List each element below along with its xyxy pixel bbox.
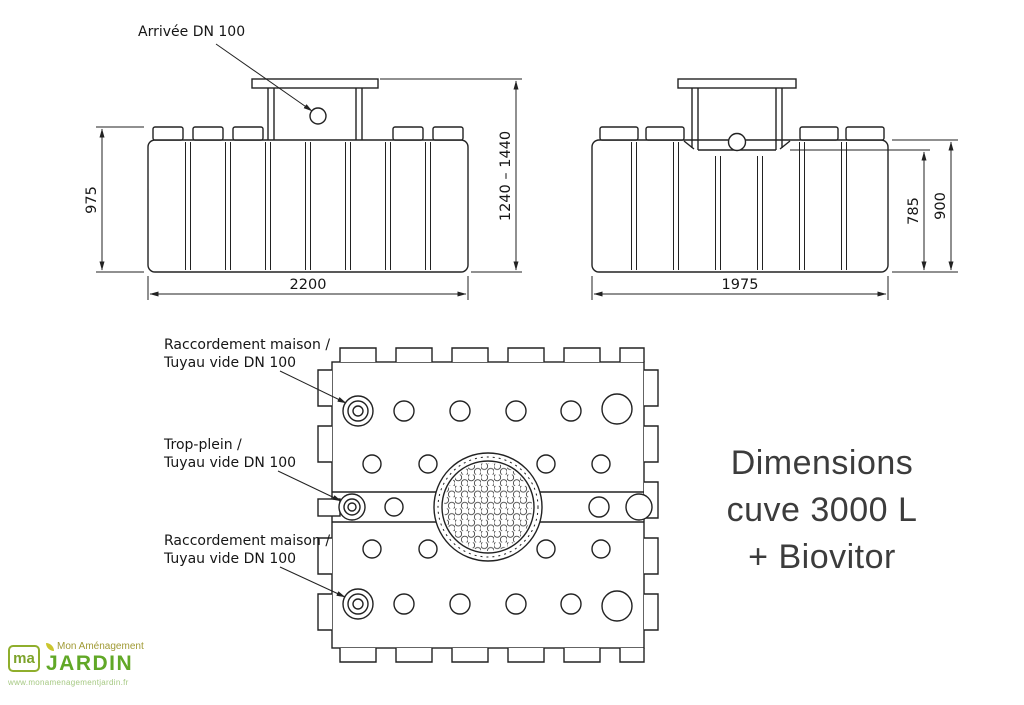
inlet-port (309, 107, 327, 125)
brand-logo: ma Mon Aménagement JARDIN www.monamenage… (8, 641, 144, 687)
top-view-annotations: Raccordement maison / Tuyau vide DN 100 … (163, 337, 330, 567)
front-ribs (185, 142, 431, 270)
logo-tagline-text: Mon Aménagement (57, 641, 144, 652)
logo-url: www.monamenagementjardin.fr (8, 678, 129, 687)
label-overflow-line2: Tuyau vide DN 100 (163, 455, 296, 471)
label-house-connection-2-line2: Tuyau vide DN 100 (163, 551, 296, 567)
label-overflow-line1: Trop-plein / (163, 437, 242, 453)
label-house-connection-2-line1: Raccordement maison / (164, 533, 330, 549)
label-house-connection-1-line2: Tuyau vide DN 100 (163, 355, 296, 371)
dim-side-shoulder-height: 785 (906, 197, 922, 225)
top-tabs-top (339, 347, 645, 362)
side-knob (727, 132, 747, 152)
manhole-lid (251, 78, 379, 89)
logo-monogram-icon: ma (8, 644, 40, 672)
logo-tagline: Mon Aménagement (46, 641, 144, 653)
title-line-1: Dimensions (730, 444, 914, 482)
logo-monogram-text: ma (13, 649, 35, 667)
side-view (591, 78, 889, 273)
title-line-3: + Biovitor (748, 538, 896, 576)
inlet-leader-line (215, 43, 313, 112)
dim-front-height: 975 (84, 186, 100, 214)
logo-name: JARDIN (46, 652, 134, 675)
dim-front-width: 2200 (290, 277, 327, 293)
top-tabs-bottom (339, 648, 645, 663)
dim-side-total-height: 900 (933, 192, 949, 220)
diagram-title: Dimensions cuve 3000 L + Biovitor (677, 440, 967, 581)
dim-front-total-height: 1240 – 1440 (498, 131, 514, 221)
leaf-icon (46, 643, 54, 651)
side-ribs (631, 142, 847, 270)
dim-side-width: 1975 (722, 277, 759, 293)
inlet-label: Arrivée DN 100 (138, 24, 245, 40)
top-tabs-left (317, 369, 332, 631)
manhole-lid-side (677, 78, 797, 89)
biovitor-grate (444, 463, 532, 551)
top-view-leader-lines (277, 370, 347, 598)
side-view-dimensions (591, 139, 958, 300)
label-house-connection-1-line1: Raccordement maison / (164, 337, 330, 353)
overflow-stub (317, 498, 341, 517)
title-line-2: cuve 3000 L (726, 491, 918, 529)
top-tabs-right (644, 369, 659, 631)
front-view (147, 78, 469, 273)
front-view-dimensions (96, 43, 522, 300)
top-view (317, 347, 659, 663)
